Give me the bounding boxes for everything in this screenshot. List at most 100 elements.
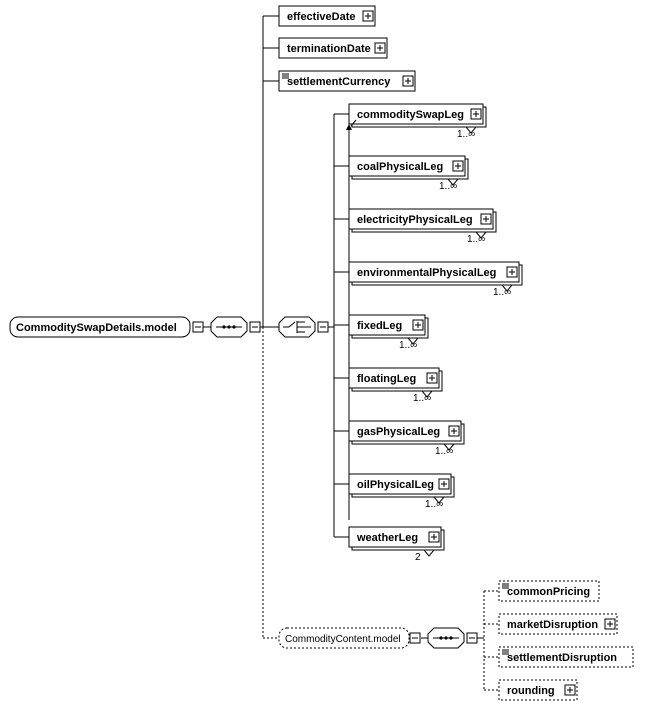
element-frame [498, 646, 634, 668]
element-rounding-expand-button[interactable] [564, 684, 576, 696]
element-frame [348, 208, 494, 230]
element-frame [348, 314, 426, 336]
element-settlementCurrency-label: settlementCurrency [287, 76, 391, 88]
element-frame [278, 37, 388, 59]
element-oilPhysicalLeg-expand-button[interactable] [438, 478, 450, 490]
element-terminationDate-label: terminationDate [287, 43, 371, 55]
sequence-dot [449, 636, 453, 640]
cardinality-marker [474, 231, 488, 239]
documentation-icon [502, 583, 509, 589]
root-group-node[interactable]: CommoditySwapDetails.model [9, 316, 191, 338]
abstract-marker-icon [350, 119, 357, 127]
diagram-nodes: CommoditySwapDetails.model effectiveDate t… [9, 5, 634, 701]
element-environmentalPhysicalLeg-expand-button[interactable] [506, 266, 518, 278]
element-frame [348, 473, 452, 495]
element-frame [348, 261, 520, 283]
element-coalPhysicalLeg[interactable]: coalPhysicalLeg 1..∞ [348, 155, 469, 192]
commodity-content-collapse-button[interactable] [409, 632, 421, 644]
element-effectiveDate-expand-button[interactable] [362, 10, 374, 22]
root-group-label: CommoditySwapDetails.model [16, 322, 177, 334]
element-frame [278, 70, 416, 92]
element-floatingLeg-expand-button[interactable] [426, 372, 438, 384]
element-settlementDisruption-label: settlementDisruption [507, 652, 617, 664]
cardinality-marker [464, 126, 478, 134]
commodity-content-group-label: CommodityContent.model [285, 634, 401, 645]
element-weatherLeg-label: weatherLeg [356, 532, 418, 544]
element-weatherLeg[interactable]: weatherLeg 2 [348, 526, 445, 563]
element-environmentalPhysicalLeg-label: environmentalPhysicalLeg [357, 267, 496, 279]
cardinality-marker [442, 443, 456, 451]
choice-switch [288, 321, 296, 328]
cardinality-marker [422, 549, 436, 557]
choice-compositor[interactable] [278, 316, 316, 338]
element-marketDisruption-label: marketDisruption [507, 619, 598, 631]
element-settlementDisruption[interactable]: settlementDisruption [498, 646, 634, 668]
element-oilPhysicalLeg-label: oilPhysicalLeg [357, 479, 434, 491]
element-settlementCurrency[interactable]: settlementCurrency [278, 70, 416, 92]
element-commonPricing[interactable]: commonPricing [498, 580, 600, 602]
element-electricityPhysicalLeg[interactable]: electricityPhysicalLeg 1..∞ [348, 208, 497, 245]
element-marketDisruption-expand-button[interactable] [604, 618, 616, 630]
sequence-collapse-button[interactable] [466, 632, 478, 644]
element-electricityPhysicalLeg-cardinality: 1..∞ [467, 234, 485, 245]
element-floatingLeg[interactable]: floatingLeg 1..∞ [348, 367, 443, 404]
element-frame [278, 5, 376, 27]
documentation-icon [282, 73, 289, 79]
element-electricityPhysicalLeg-expand-button[interactable] [480, 213, 492, 225]
element-settlementCurrency-expand-button[interactable] [402, 75, 414, 87]
cardinality-marker [420, 390, 434, 398]
element-weatherLeg-expand-button[interactable] [428, 531, 440, 543]
element-fixedLeg-expand-button[interactable] [412, 319, 424, 331]
element-frame [348, 526, 442, 548]
element-marketDisruption[interactable]: marketDisruption [498, 613, 618, 635]
sequence-dot [222, 325, 226, 329]
element-coalPhysicalLeg-cardinality: 1..∞ [439, 181, 457, 192]
sequence-collapse-button[interactable] [249, 321, 261, 333]
element-gasPhysicalLeg-expand-button[interactable] [448, 425, 460, 437]
optional-group-frame [278, 627, 410, 649]
sequence-compositor[interactable] [427, 627, 465, 649]
element-terminationDate-expand-button[interactable] [374, 42, 386, 54]
sequence-dot [444, 636, 448, 640]
element-commoditySwapLeg-label: commoditySwapLeg [357, 109, 464, 121]
element-gasPhysicalLeg-cardinality: 1..∞ [435, 446, 453, 457]
element-frame [498, 679, 578, 701]
cardinality-marker [432, 496, 446, 504]
element-coalPhysicalLeg-label: coalPhysicalLeg [357, 161, 443, 173]
documentation-icon [502, 649, 509, 655]
element-frame [348, 155, 466, 177]
sequence-compositor[interactable] [210, 316, 248, 338]
choice-collapse-button[interactable] [317, 321, 329, 333]
element-commonPricing-label: commonPricing [507, 586, 590, 598]
element-terminationDate[interactable]: terminationDate [278, 37, 388, 59]
element-weatherLeg-cardinality: 2 [415, 552, 421, 563]
element-floatingLeg-label: floatingLeg [357, 373, 416, 385]
element-floatingLeg-cardinality: 1..∞ [413, 393, 431, 404]
element-frame [348, 103, 484, 125]
sequence-dot [439, 636, 443, 640]
element-gasPhysicalLeg-label: gasPhysicalLeg [357, 426, 440, 438]
element-effectiveDate-label: effectiveDate [287, 11, 355, 23]
element-rounding-label: rounding [507, 685, 555, 697]
element-fixedLeg-cardinality: 1..∞ [399, 340, 417, 351]
sequence-dot [227, 325, 231, 329]
cardinality-marker [406, 337, 420, 345]
commodity-content-group-node[interactable]: CommodityContent.model [278, 627, 410, 649]
element-coalPhysicalLeg-expand-button[interactable] [452, 160, 464, 172]
element-rounding[interactable]: rounding [498, 679, 578, 701]
root-group-frame [9, 316, 191, 338]
cardinality-marker [446, 178, 460, 186]
element-electricityPhysicalLeg-label: electricityPhysicalLeg [357, 214, 473, 226]
element-gasPhysicalLeg[interactable]: gasPhysicalLeg 1..∞ [348, 420, 465, 457]
cardinality-marker [500, 284, 514, 292]
element-effectiveDate[interactable]: effectiveDate [278, 5, 376, 27]
element-commoditySwapLeg-expand-button[interactable] [470, 108, 482, 120]
element-frame [348, 420, 462, 442]
root-collapse-button[interactable] [192, 321, 204, 333]
element-frame [498, 613, 618, 635]
